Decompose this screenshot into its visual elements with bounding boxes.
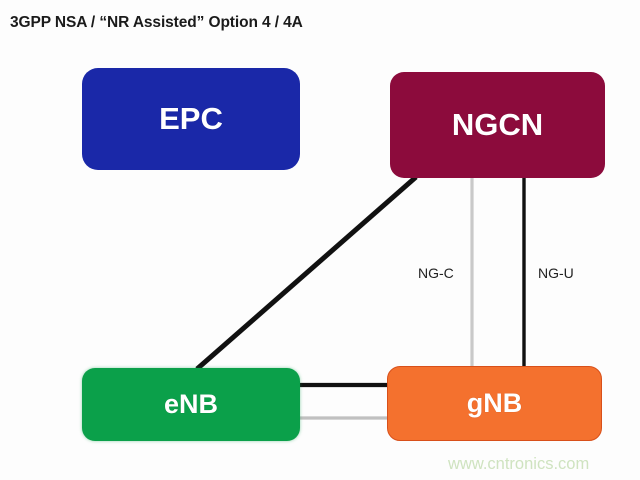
node-gnb[interactable]: gNB: [387, 366, 602, 441]
node-ngcn-label: NGCN: [451, 107, 544, 142]
node-enb-label: eNB: [163, 389, 218, 419]
node-gnb-label: gNB: [466, 388, 523, 418]
node-epc-label: EPC: [159, 101, 223, 136]
page-title: 3GPP NSA / “NR Assisted” Option 4 / 4A: [10, 14, 303, 31]
edge-label-ng-u: NG-U: [538, 265, 574, 281]
node-enb[interactable]: eNB: [82, 368, 300, 441]
watermark: www.cntronics.com: [448, 455, 590, 473]
link-ngcn-enb: [195, 175, 418, 371]
node-ngcn[interactable]: NGCN: [390, 72, 605, 178]
node-epc[interactable]: EPC: [82, 68, 300, 170]
edge-label-ng-c: NG-C: [418, 265, 454, 281]
